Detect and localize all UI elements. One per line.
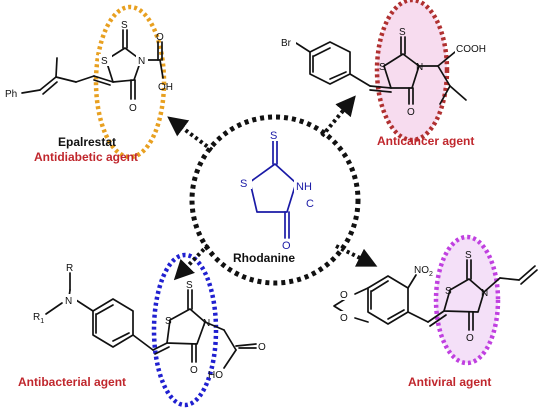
antibacterial-s-thione: S (186, 280, 193, 291)
label-anticancer: Anticancer agent (377, 134, 474, 148)
anticancer-o-ring: O (407, 107, 415, 118)
ellipse-anticancer (374, 0, 450, 143)
epalrestat-structure: Ph S S N O O OH (4, 20, 173, 114)
antiviral-o1: O (340, 290, 348, 301)
arrows (167, 95, 378, 281)
ellipse-antiviral (433, 234, 501, 366)
antiviral-o-ring: O (466, 333, 474, 344)
epalrestat-o-ring: O (129, 103, 137, 114)
antibacterial-s-ring: S (165, 316, 172, 327)
label-antiviral: Antiviral agent (408, 375, 491, 389)
epalrestat-ph: Ph (5, 89, 17, 100)
epalrestat-o-acid: O (156, 32, 164, 43)
antiviral-s-thione: S (465, 250, 472, 261)
anticancer-br: Br (281, 38, 292, 49)
antibacterial-o-acid: O (258, 342, 266, 353)
antibacterial-r1: R1 (33, 312, 44, 325)
highlight-ellipses (93, 0, 501, 408)
ellipse-antidiabetic (93, 4, 167, 160)
label-antibacterial: Antibacterial agent (18, 375, 126, 389)
rhodanine-o: O (282, 240, 291, 252)
arrow-to-anticancer (320, 95, 356, 138)
antibacterial-structure: R N R1 S S N O O HO (33, 263, 266, 381)
rhodanine-s-thione: S (270, 130, 277, 142)
antibacterial-n-amine: N (65, 296, 72, 307)
epalrestat-s-ring: S (101, 56, 108, 67)
anticancer-s-ring: S (379, 62, 386, 73)
epalrestat-oh: OH (158, 82, 173, 93)
rhodanine-name: Rhodanine (233, 251, 295, 265)
antiviral-s-ring: S (445, 286, 452, 297)
rhodanine-structure: S S NH O C (238, 127, 316, 252)
epalrestat-n: N (138, 56, 145, 67)
arrow-to-antibacterial (173, 243, 210, 281)
antiviral-structure: O O NO2 S S N O (333, 250, 538, 344)
central-dotted-circle (189, 114, 361, 286)
epalrestat-s-thione: S (121, 20, 128, 31)
rhodanine-c: C (306, 198, 314, 210)
antiviral-o2: O (340, 313, 348, 324)
antiviral-n: N (481, 288, 488, 299)
epalrestat-name: Epalrestat (58, 135, 116, 149)
antiviral-no2: NO2 (414, 265, 433, 278)
antibacterial-n: N (203, 318, 210, 329)
anticancer-n: N (416, 62, 423, 73)
label-antidiabetic: Antidiabetic agent (34, 150, 138, 164)
arrow-to-antiviral (335, 244, 378, 267)
antibacterial-o-ring: O (190, 365, 198, 376)
antibacterial-r-top: R (66, 263, 73, 274)
ellipse-antibacterial (151, 252, 219, 408)
anticancer-structure: Br S S N O COOH (280, 27, 489, 118)
anticancer-cooh: COOH (456, 44, 486, 55)
rhodanine-s-ring: S (240, 178, 247, 190)
antibacterial-ho: HO (208, 370, 223, 381)
anticancer-s-thione: S (399, 27, 406, 38)
arrow-to-antidiabetic (167, 116, 214, 152)
rhodanine-nh: NH (296, 181, 312, 193)
